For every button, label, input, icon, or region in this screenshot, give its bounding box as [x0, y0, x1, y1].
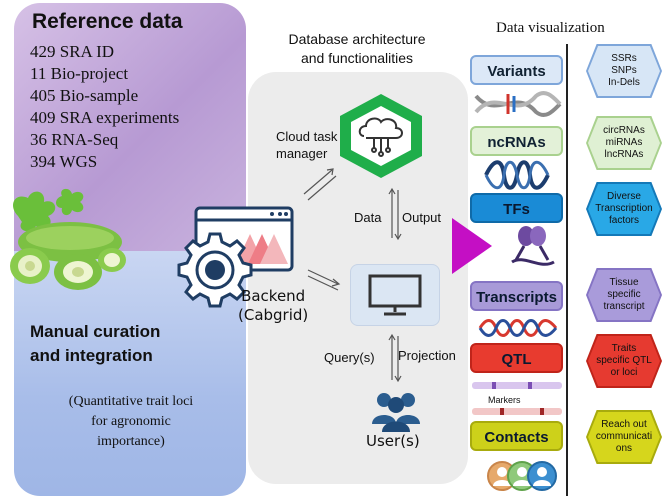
cloud-label-line2: manager: [276, 146, 328, 161]
transcript-strand-icon: [478, 319, 558, 337]
qtl-desc-line2: for agronomic: [91, 414, 171, 429]
qtl-hex-line2: specific QTL: [596, 355, 652, 366]
manual-title-line1: Manual curation: [30, 322, 161, 341]
reference-line-sra-id: 429 SRA ID: [30, 42, 115, 61]
backend-monitor-arrows: [307, 269, 341, 291]
contacts-hex-line1: Reach out: [601, 419, 647, 430]
architecture-title: Database architecture and functionalitie…: [252, 30, 462, 68]
transcripts-hex-line2: specific: [607, 289, 641, 300]
tfs-hex-line1: Diverse: [607, 191, 641, 202]
cloud-hexagon: [340, 94, 422, 178]
contacts-hex: Reach out communicati ons: [588, 412, 660, 462]
monitor-icon: [368, 274, 422, 316]
query-label: Query(s): [324, 350, 375, 365]
architecture-title-line2: and functionalities: [300, 50, 414, 66]
monitor-box: [350, 264, 440, 326]
data-label: Data: [354, 210, 382, 225]
contacts-hex-line2: communicati: [595, 431, 653, 442]
cloud-icon: [358, 117, 403, 157]
reference-line-rnaseq: 36 RNA-Seq: [30, 130, 119, 149]
manual-curation-title: Manual curation and integration: [30, 320, 160, 368]
backend-label-line1: Backend: [241, 287, 306, 305]
transcripts-pill[interactable]: Transcripts: [470, 281, 563, 311]
variants-hex-line2: SNPs: [611, 65, 637, 76]
ncrnas-hex-line2: miRNAs: [605, 137, 643, 148]
ncrnas-pill[interactable]: ncRNAs: [470, 126, 563, 156]
transcription-factor-icon: [511, 226, 555, 266]
tfs-pill[interactable]: TFs: [470, 193, 563, 223]
tfs-hex: Diverse Transcription factors: [588, 184, 660, 234]
reference-line-bioproject: 11 Bio-project: [30, 64, 129, 83]
ncrnas-hex-line3: lncRNAs: [604, 149, 644, 160]
query-projection-arrows: [388, 333, 402, 383]
reference-line-wgs: 394 WGS: [30, 152, 98, 171]
qtl-hex-line1: Traits: [611, 343, 637, 354]
qtl-hex-line3: or loci: [610, 367, 638, 378]
backend-gear-icon: [177, 206, 294, 308]
users-label: User(s): [366, 432, 420, 450]
qtl-pill[interactable]: QTL: [470, 343, 563, 373]
variants-hex-line1: SSRs: [611, 53, 637, 64]
output-triangle: [452, 218, 492, 274]
dna-helix-icon: [474, 91, 562, 117]
reference-line-sra-experiments: 409 SRA experiments: [30, 108, 180, 127]
variants-pill[interactable]: Variants: [470, 55, 563, 85]
projection-label: Projection: [398, 348, 456, 363]
qtl-hex: Traits specific QTL or loci: [588, 336, 660, 386]
bitter-gourd-illustration: [10, 188, 126, 290]
backend-label-line2: (Cabgrid): [238, 306, 309, 324]
reference-data-title: Reference data: [32, 10, 183, 33]
tfs-hex-line3: factors: [608, 215, 639, 226]
rna-helix-icon: [484, 160, 550, 190]
qtl-desc-line3: importance): [97, 434, 165, 449]
qtl-desc-line1: (Quantitative trait loci: [68, 394, 194, 409]
variants-hex-line3: In-Dels: [608, 77, 640, 88]
tfs-hex-line2: Transcription: [595, 203, 653, 214]
cloud-task-manager-label: Cloud task manager: [276, 128, 337, 162]
cloud-label-line1: Cloud task: [276, 129, 338, 144]
backend-cloud-arrows: [303, 168, 337, 201]
contacts-hex-line3: ons: [615, 443, 633, 454]
output-label: Output: [402, 210, 442, 225]
reference-line-biosample: 405 Bio-sample: [30, 86, 139, 105]
transcripts-hex-line1: Tissue: [609, 277, 639, 288]
manual-title-line2: and integration: [30, 346, 153, 365]
variants-hex: SSRs SNPs In-Dels: [588, 46, 660, 96]
architecture-title-line1: Database architecture: [288, 31, 426, 47]
data-visualization-title: Data visualization: [496, 20, 605, 36]
visualization-divider: [566, 44, 568, 496]
transcripts-hex-line3: transcript: [603, 301, 645, 312]
contacts-avatars-icon: [487, 461, 557, 491]
contacts-pill[interactable]: Contacts: [470, 421, 563, 451]
markers-label: Markers: [488, 395, 521, 405]
ncrnas-hex-line1: circRNAs: [603, 125, 645, 136]
qtl-description: (Quantitative trait loci for agronomic i…: [26, 392, 236, 452]
users-icon: [372, 393, 420, 432]
markers-chromosome-icon: [472, 382, 562, 415]
ncrnas-hex: circRNAs miRNAs lncRNAs: [588, 118, 660, 168]
transcripts-hex: Tissue specific transcript: [588, 270, 660, 320]
backend-label: Backend (Cabgrid): [238, 287, 308, 325]
data-output-arrows: [388, 187, 402, 241]
